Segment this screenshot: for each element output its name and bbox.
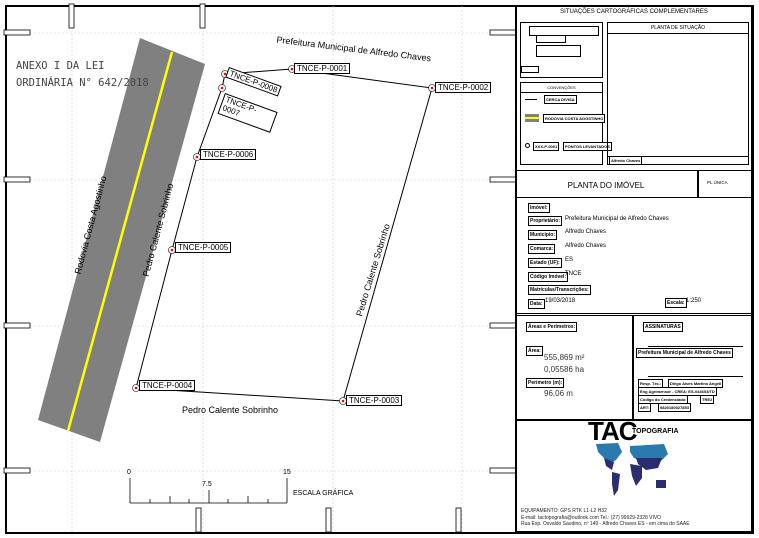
situation-plan-title: PLANTA DE SITUAÇÃO	[608, 25, 748, 34]
street-bottom-label: Pedro Calente Sobrinho	[182, 405, 279, 415]
title-block	[515, 5, 753, 533]
scale-tick-max: 15	[283, 469, 291, 476]
field-label: Município:	[528, 230, 557, 240]
fence-symbol	[525, 99, 537, 100]
situations-title: SITUAÇÕES CARTOGRÁFICAS COMPLEMENTARES	[560, 9, 708, 15]
date-value: 19/03/2018	[545, 298, 576, 304]
scale-label: ESCALA GRÁFICA	[293, 490, 354, 497]
point-label: TNCE-P-0001	[294, 63, 351, 74]
plan-title: PLANTA DO IMÓVEL	[567, 181, 645, 190]
world-map-icon	[596, 443, 668, 496]
scale-bar	[129, 478, 288, 504]
signatures-title: ASSINATURAS	[643, 322, 683, 332]
property-code-value: TNCE	[565, 271, 582, 277]
road-axis	[66, 51, 174, 432]
conventions-title: CONVENÇÕES	[521, 85, 602, 93]
state-value: ES	[565, 257, 574, 263]
owner-value: Prefeitura Municipal de Alfredo Chaves	[565, 216, 669, 222]
perimeter-label: Perímetro (m):	[526, 378, 565, 388]
conventions-box: CONVENÇÕES CERCA DIVISA RODOVIA COSTA AG…	[520, 82, 612, 165]
conv-fence: CERCA DIVISA	[544, 95, 577, 104]
conv-points: PONTOS LEVANTADOS	[563, 142, 612, 151]
situation-city: Alfredo Chaves	[609, 156, 642, 165]
conv-road: RODOVIA COSTA AGOSTINHO	[543, 114, 606, 123]
field-label: Comarca:	[528, 244, 556, 254]
area-ha-value: 0,05586 ha	[544, 365, 585, 374]
scale-label-field: Escala:	[665, 298, 687, 308]
area-m2-value: 555,869 m²	[544, 353, 585, 362]
point-label: TNCE-P-0005	[175, 242, 232, 253]
art-label: ART:	[638, 403, 652, 412]
comarca-value: Alfredo Chaves	[565, 243, 607, 249]
equipment: EQUIPAMENTO: GPS RTK L1-L2 H32	[521, 508, 607, 514]
cred-value: TRE2	[700, 395, 715, 404]
contact-info: EQUIPAMENTO: GPS RTK L1-L2 H32 E-mail: t…	[521, 508, 690, 528]
situation-plan-box: PLANTA DE SITUAÇÃO Alfredo Chaves	[607, 22, 749, 165]
field-label: Imóvel:	[528, 203, 550, 213]
mini-inset-map	[520, 22, 603, 78]
point-symbol-icon	[525, 143, 530, 148]
logo-topografia: TOPOGRAFIA	[632, 428, 679, 435]
contact: E-mail: tactopografia@outlook.com Tel.: …	[521, 514, 662, 521]
sheet-number: PL ÚNICA	[707, 180, 728, 185]
scale-tick-0: 0	[127, 469, 131, 476]
point-label: TNCE-P-0003	[346, 395, 403, 406]
scale-tick-mid: 7.5	[202, 481, 212, 488]
art-value: 0820180027853	[658, 403, 691, 412]
annex-line-1: ANEXO I DA LEI	[16, 60, 105, 72]
municipality-value: Alfredo Chaves	[565, 229, 607, 235]
point-label: TNCE-P-0002	[435, 82, 492, 93]
point-label: TNCE-P-0004	[139, 380, 196, 391]
area-label: Área:	[526, 346, 543, 356]
conv-point-code: XXX-P-0001	[533, 142, 560, 151]
field-label: Código Imóvel:	[528, 272, 569, 282]
areas-title: Áreas e Perímetros:	[526, 322, 578, 332]
field-label: Proprietário:	[528, 216, 563, 226]
field-label: Matrículas/Transcrições:	[528, 285, 591, 295]
logo-tac: TAC	[588, 416, 638, 446]
plan-title-row	[515, 170, 753, 198]
address: Rua Exp. Osvaldo Saudino, nº 149 - Alfre…	[521, 521, 690, 527]
signer-name: Prefeitura Municipal de Alfredo Chaves	[636, 348, 733, 358]
field-label: Estado (UF):	[528, 258, 562, 268]
grid-coordinate-tags	[3, 3, 517, 533]
road-symbol	[525, 114, 539, 122]
point-label: TNCE-P-0006	[200, 149, 257, 160]
annex-line-2: ORDINÁRIA N° 642/2018	[16, 77, 149, 89]
date-label: Data:	[528, 299, 545, 309]
annex-note: ANEXO I DA LEI ORDINÁRIA N° 642/2018	[16, 58, 149, 92]
scale-value: 1:250	[686, 298, 702, 304]
perimeter-value: 96,06 m	[544, 389, 573, 398]
